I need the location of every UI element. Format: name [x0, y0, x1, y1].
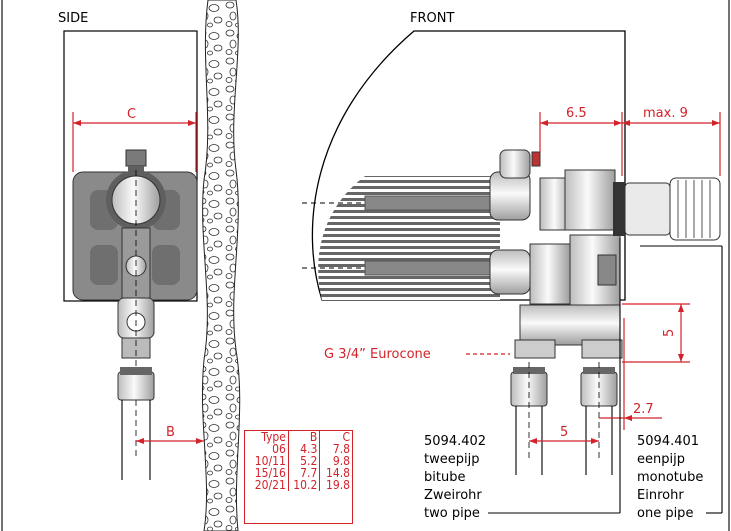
table-cell: 20/21: [254, 478, 286, 492]
table-cell: 15/16: [254, 466, 286, 480]
product-right-line-3: Einrohr: [637, 488, 684, 503]
side-view-label: SIDE: [58, 11, 88, 26]
table-header-type: Type: [261, 430, 286, 444]
table-cell: 7.7: [287, 467, 320, 479]
eurocone-label: G 3/4” Eurocone: [324, 347, 431, 362]
dim-b-label: B: [166, 425, 175, 440]
type-table: Type B C 06 4.3 7.8 10/11 5.2 9.8 15/16 …: [245, 431, 352, 491]
product-left-line-4: two pipe: [424, 506, 480, 521]
product-left-code: 5094.402: [424, 434, 486, 449]
table-cell: 4.3: [287, 443, 320, 455]
lower-pipe: [364, 260, 511, 276]
table-cell: 9.8: [319, 455, 352, 467]
table-row: 10/11 5.2 9.8: [245, 455, 352, 467]
product-right-line-2: monotube: [637, 470, 703, 485]
dim-6-5-label: 6.5: [566, 106, 587, 121]
upper-pipe: [364, 195, 511, 211]
front-valve-body: [489, 149, 623, 359]
table-cell: 10.2: [287, 479, 320, 491]
table-cell: 14.8: [319, 467, 352, 479]
table-cell: 5.2: [287, 455, 320, 467]
side-valve-block: [72, 149, 198, 359]
product-right-line-4: one pipe: [637, 506, 693, 521]
table-cell: 06: [272, 442, 286, 456]
front-view-label: FRONT: [410, 11, 454, 26]
connection-nuts: [510, 367, 618, 407]
radiator-fins: [318, 176, 500, 300]
dim-c-label: C: [127, 107, 136, 122]
table-row: 06 4.3 7.8: [245, 443, 352, 455]
radiator-front-outline: [311, 30, 626, 301]
dim-5-horizontal-label: 5: [560, 425, 568, 440]
table-cell: 7.8: [319, 443, 352, 455]
table-cell: 10/11: [254, 454, 286, 468]
table-cell: 19.8: [319, 479, 352, 491]
product-right: 5094.401 eenpijp monotube Einrohr one pi…: [637, 434, 703, 521]
product-right-code: 5094.401: [637, 434, 699, 449]
thermostatic-head: [613, 177, 721, 241]
dim-2-7-label: 2.7: [633, 402, 654, 417]
dim-max9-label: max. 9: [643, 106, 688, 121]
table-header-b: B: [287, 431, 320, 443]
table-row: 20/21 10.2 19.8: [245, 479, 352, 491]
product-left-line-1: tweepijp: [424, 452, 479, 467]
product-right-line-1: eenpijp: [637, 452, 685, 467]
table-row: 15/16 7.7 14.8: [245, 467, 352, 479]
product-left-line-3: Zweirohr: [424, 488, 482, 503]
product-left-line-2: bitube: [424, 470, 465, 485]
type-dimension-table: Type B C 06 4.3 7.8 10/11 5.2 9.8 15/16 …: [244, 430, 353, 524]
dim-5-vertical-label: 5: [662, 329, 677, 337]
wall: [201, 0, 241, 531]
table-header-c: C: [319, 431, 352, 443]
side-pipe: [117, 367, 155, 480]
product-left: 5094.402 tweepijp bitube Zweirohr two pi…: [424, 434, 486, 521]
table-header-row: Type B C: [245, 431, 352, 443]
